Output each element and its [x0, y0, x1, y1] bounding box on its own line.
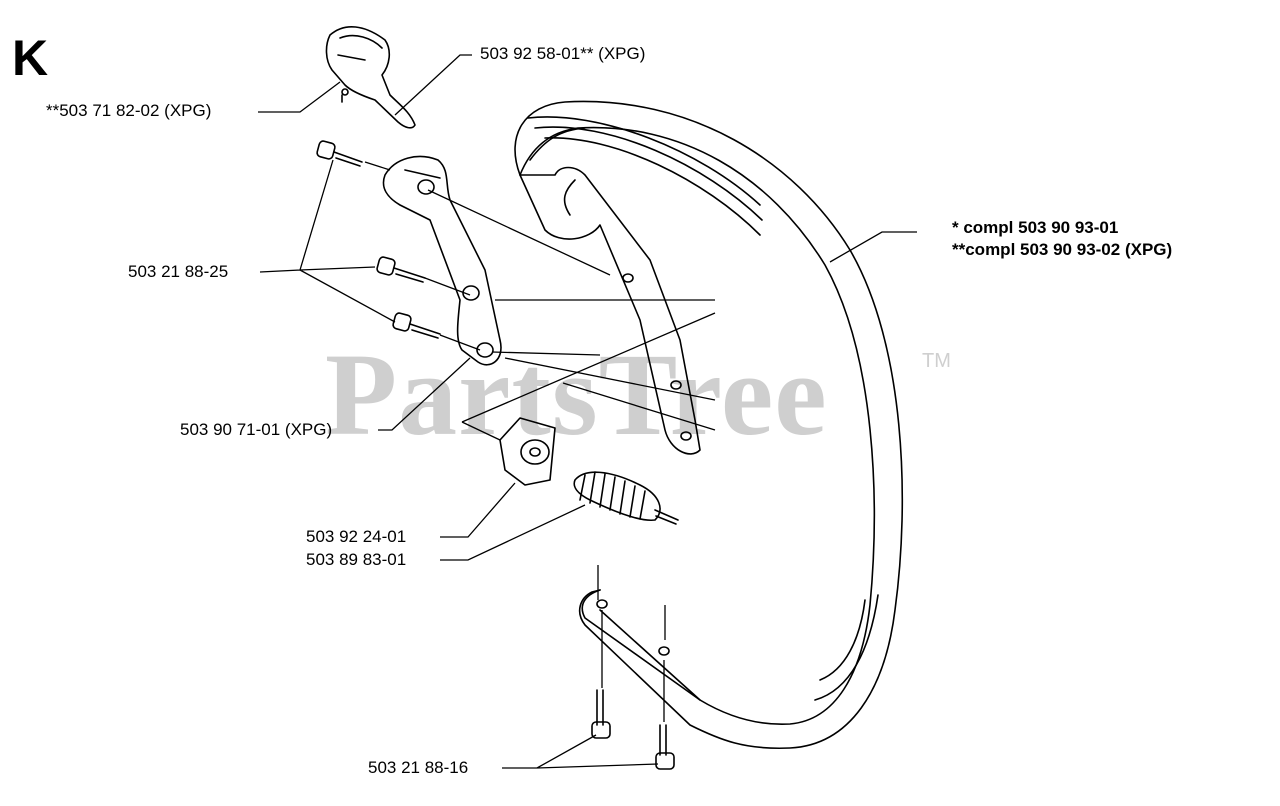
bracket-part [382, 155, 502, 366]
label-503-89-83-01: 503 89 83-01 [306, 550, 407, 569]
screws-upper [316, 140, 441, 339]
leader-lines [258, 54, 917, 769]
spring-buffer-part [573, 471, 679, 525]
screws-lower [591, 689, 675, 770]
section-letter: K [12, 30, 49, 86]
label-compl-503-90-93-02: **compl 503 90 93-02 (XPG) [952, 240, 1173, 259]
trademark-symbol: TM [922, 350, 951, 372]
front-handle [514, 100, 904, 750]
label-503-92-58-01: 503 92 58-01** (XPG) [480, 44, 646, 63]
label-503-92-24-01: 503 92 24-01 [306, 527, 407, 546]
label-503-71-82-02: **503 71 82-02 (XPG) [46, 101, 212, 120]
label-503-21-88-16: 503 21 88-16 [368, 758, 469, 777]
label-503-21-88-25: 503 21 88-25 [128, 262, 229, 281]
label-503-90-71-01: 503 90 71-01 (XPG) [180, 420, 333, 439]
trigger-part [325, 25, 416, 129]
watermark: PartsTree [325, 329, 828, 460]
label-compl-503-90-93-01: * compl 503 90 93-01 [952, 218, 1119, 237]
block-part [499, 417, 556, 486]
